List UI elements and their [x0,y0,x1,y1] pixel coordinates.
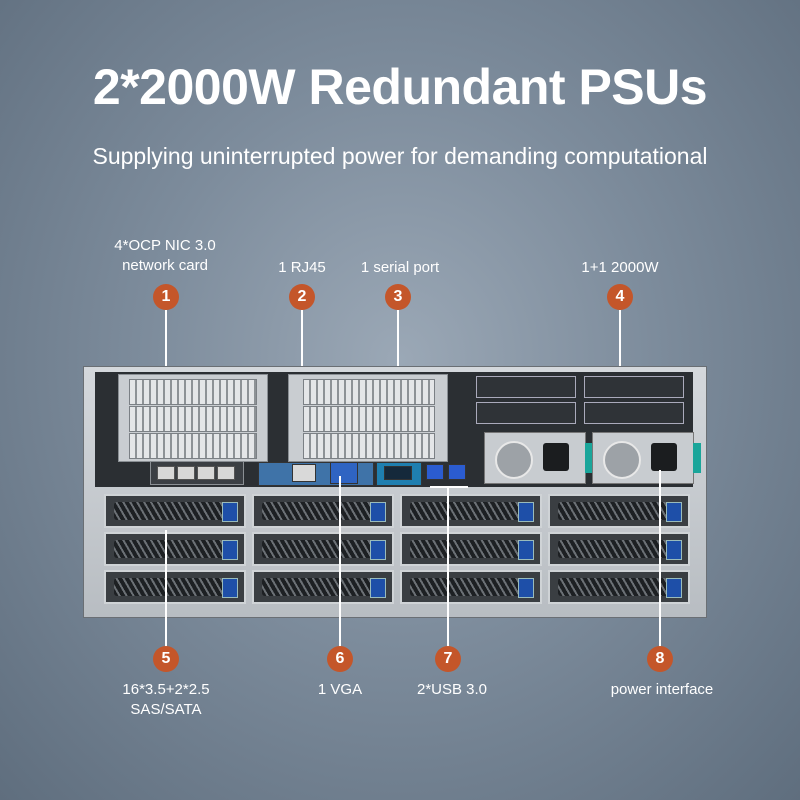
callout-5-badge: 5 [153,646,179,672]
callout-8-badge: 8 [647,646,673,672]
callout-7-label: 2*USB 3.0 [416,681,488,698]
callout-3-label: 1 serial port [360,259,440,276]
drive-grill [262,540,372,558]
pcie-slot [129,433,257,459]
drive-latch [222,540,238,560]
pcie-slot [129,406,257,432]
pcie-slot [303,433,435,459]
drive-grill [410,578,520,596]
vga-port [330,462,358,484]
fan-icon [603,441,641,479]
callout-4-label: 1+1 2000W [581,259,659,276]
psu-release-tab [585,443,593,473]
drive-latch [222,578,238,598]
usb-port [426,464,444,480]
drive-bay [400,494,542,528]
callout-7-leader [447,486,449,648]
drive-grill [558,578,668,596]
callout-6-badge: 6 [327,646,353,672]
serial-port [384,466,412,480]
drive-latch [518,540,534,560]
drive-bay [548,570,690,604]
nic-port [197,466,215,480]
psu-1 [484,432,593,484]
rear-drive-bay [476,376,576,398]
drive-bay [104,494,246,528]
callout-3-badge: 3 [385,284,411,310]
callout-4-badge: 4 [607,284,633,310]
drive-bay [548,494,690,528]
drive-bay [548,532,690,566]
drive-bay [252,494,394,528]
drive-bay [104,532,246,566]
drive-latch [666,502,682,522]
usb-port [448,464,466,480]
drive-bay [104,570,246,604]
nic-port [217,466,235,480]
drive-grill [114,502,224,520]
page-subtitle: Supplying uninterrupted power for demand… [92,143,708,169]
rear-drive-bay [584,402,684,424]
pcie-slot-bank-middle [288,374,448,462]
callout-1-badge: 1 [153,284,179,310]
drive-latch [222,502,238,522]
callout-7-badge: 7 [435,646,461,672]
drive-grill [114,578,224,596]
drive-bay [400,570,542,604]
pcie-slot [303,406,435,432]
callout-7-bracket [430,486,468,488]
page-title: 2*2000W Redundant PSUs [92,59,708,115]
nic-port [157,466,175,480]
pcie-slot [303,379,435,405]
drive-latch [518,502,534,522]
power-socket [651,443,677,471]
fan-icon [495,441,533,479]
callout-5-leader [165,530,167,648]
drive-latch [666,540,682,560]
drive-grill [558,540,668,558]
callout-2-badge: 2 [289,284,315,310]
callout-6-leader [339,476,341,648]
power-socket [543,443,569,471]
pcie-slot-bank-left [118,374,268,462]
psu-2 [592,432,701,484]
drive-grill [262,502,372,520]
drive-latch [518,578,534,598]
callout-6-label: 1 VGA [317,681,363,698]
rj45-port [292,464,316,482]
drive-latch [666,578,682,598]
callout-8-label: power interface [610,681,714,698]
callout-8-leader [659,470,661,648]
callout-2-label: 1 RJ45 [278,259,326,276]
rear-drive-bay [584,376,684,398]
psu-release-tab [693,443,701,473]
ocp-nic-card [150,461,244,485]
drive-grill [410,502,520,520]
drive-bay [252,570,394,604]
drive-bay [400,532,542,566]
nic-port [177,466,195,480]
drive-bay [252,532,394,566]
rear-drive-bay [476,402,576,424]
drive-grill [410,540,520,558]
drive-latch [370,578,386,598]
drive-grill [262,578,372,596]
pcie-slot [129,379,257,405]
drive-latch [370,502,386,522]
drive-grill [114,540,224,558]
drive-latch [370,540,386,560]
drive-grill [558,502,668,520]
